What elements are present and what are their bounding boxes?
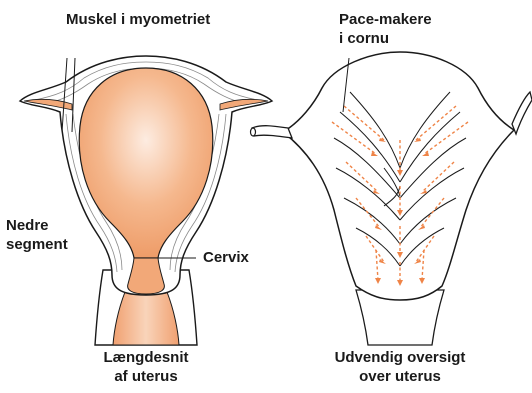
longitudinal-section — [20, 56, 272, 345]
left-fallopian-tube — [252, 126, 292, 138]
external-view — [251, 52, 532, 345]
pacemaker-label-line1: Pace-makere — [339, 10, 432, 29]
pacemaker-label-line2: i cornu — [339, 29, 432, 48]
right-caption: Udvendig oversigt over uterus — [320, 348, 480, 386]
cervix-label: Cervix — [203, 248, 249, 267]
lower-segment-line2: segment — [6, 235, 68, 254]
vaginal-lumen — [113, 292, 179, 345]
muscle-label: Muskel i myometriet — [66, 10, 210, 29]
left-caption: Længdesnit af uterus — [76, 348, 216, 386]
right-caption-line1: Udvendig oversigt — [320, 348, 480, 367]
right-caption-line2: over uterus — [320, 367, 480, 386]
ext-uterus-body — [283, 52, 514, 300]
pacemaker-label: Pace-makere i cornu — [339, 10, 432, 48]
right-fallopian-tube — [512, 92, 532, 134]
lower-segment-label: Nedre segment — [6, 216, 68, 254]
cervical-canal — [128, 258, 165, 294]
left-tube-opening — [251, 128, 256, 136]
left-caption-line2: af uterus — [76, 367, 216, 386]
left-caption-line1: Længdesnit — [76, 348, 216, 367]
lower-segment-line1: Nedre — [6, 216, 68, 235]
